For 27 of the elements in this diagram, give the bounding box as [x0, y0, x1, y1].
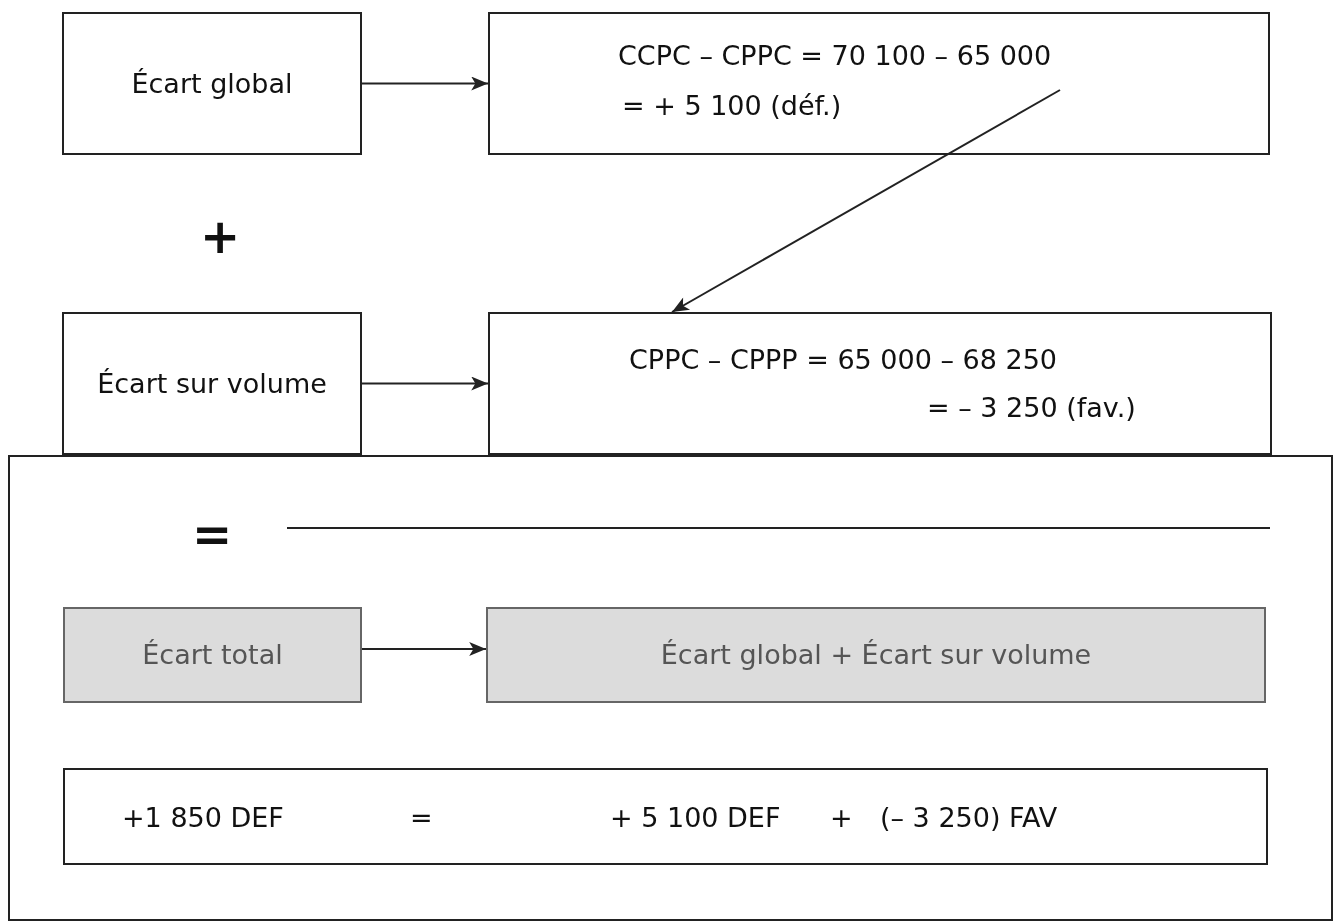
formula-text: = [410, 802, 433, 834]
operator-sign: + [200, 212, 241, 260]
formula-text: CPPC – CPPP = 65 000 – 68 250 [629, 344, 1058, 376]
operator-sign: = [192, 510, 233, 558]
formula-box [488, 12, 1270, 155]
box-label: Écart total [141, 639, 284, 671]
box-label: Écart global [130, 67, 294, 100]
formula-text: + [830, 802, 853, 834]
formula-box [486, 607, 1266, 703]
box-label: Écart global + Écart sur volume [659, 639, 1093, 671]
formula-text: (– 3 250) FAV [880, 802, 1058, 834]
formula-box [488, 312, 1272, 455]
process-box [62, 12, 362, 155]
result-box [63, 768, 1268, 865]
arrow [361, 376, 489, 391]
process-box [62, 312, 362, 455]
formula-text: +1 850 DEF [122, 802, 284, 834]
arrow [361, 642, 487, 656]
formula-text: = – 3 250 (fav.) [927, 392, 1136, 424]
arrow [671, 89, 1061, 313]
formula-text: + 5 100 DEF [610, 802, 781, 834]
formula-text: CCPC – CPPC = 70 100 – 65 000 [618, 40, 1052, 72]
box-label: Écart sur volume [96, 367, 328, 400]
process-box [63, 607, 362, 703]
panel-background [8, 455, 1333, 921]
formula-text: = + 5 100 (déf.) [622, 90, 842, 122]
arrow [361, 76, 489, 91]
